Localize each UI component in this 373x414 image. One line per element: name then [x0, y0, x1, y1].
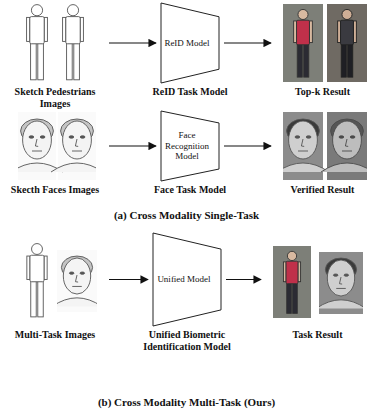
model-trapezoid: Face Recognition ModelFace Task Model — [140, 110, 240, 196]
trapezoid-shape: Unified Model — [152, 232, 222, 327]
illustration — [5, 110, 105, 182]
trapezoid-shape: ReID Model — [160, 2, 220, 84]
flow-arrow — [224, 42, 271, 43]
model-name: ReID Model — [160, 38, 219, 48]
node-caption: Face Task Model — [140, 184, 240, 196]
flow-arrow — [109, 145, 156, 146]
illustration — [265, 232, 370, 327]
image-panel — [5, 232, 105, 327]
flow-arrow — [226, 279, 261, 280]
illustration — [5, 2, 105, 84]
image-panel — [265, 232, 370, 327]
model-trapezoid: ReID ModelReID Task Model — [140, 2, 240, 98]
illustration — [275, 2, 370, 84]
image-panel — [275, 110, 370, 182]
image-group: Verified Result — [275, 110, 370, 196]
subfigure-caption: (b) Cross Modality Multi-Task (Ours) — [0, 396, 373, 409]
image-panel — [275, 2, 370, 84]
node-caption: Multi-Task Images — [5, 329, 105, 341]
subfigure-caption: (a) Cross Modality Single-Task — [0, 209, 373, 222]
model-name: Face Recognition Model — [160, 130, 220, 161]
illustration — [275, 110, 370, 182]
image-group: Sketch Pedestrians Images — [5, 2, 105, 109]
flow-arrow — [224, 145, 271, 146]
node-caption: Task Result — [265, 329, 370, 341]
node-caption: Top-k Result — [275, 86, 370, 98]
image-panel — [5, 2, 105, 84]
node-caption: Sketch Pedestrians Images — [5, 86, 105, 109]
image-group: Top-k Result — [275, 2, 370, 98]
image-group: Multi-Task Images — [5, 232, 105, 341]
node-caption: Unified Biometric Identification Model — [132, 329, 242, 352]
node-caption: Verified Result — [275, 184, 370, 196]
model-trapezoid: Unified ModelUnified Biometric Identific… — [132, 232, 242, 352]
image-group: Task Result — [265, 232, 370, 341]
image-group: Skecth Faces Images — [5, 110, 105, 196]
image-panel — [5, 110, 105, 182]
trapezoid-shape: Face Recognition Model — [160, 110, 220, 182]
node-caption: Skecth Faces Images — [5, 184, 105, 196]
model-name: Unified Model — [153, 274, 220, 284]
node-caption: ReID Task Model — [140, 86, 240, 98]
flow-arrow — [109, 279, 148, 280]
illustration — [5, 232, 105, 327]
flow-arrow — [109, 42, 156, 43]
